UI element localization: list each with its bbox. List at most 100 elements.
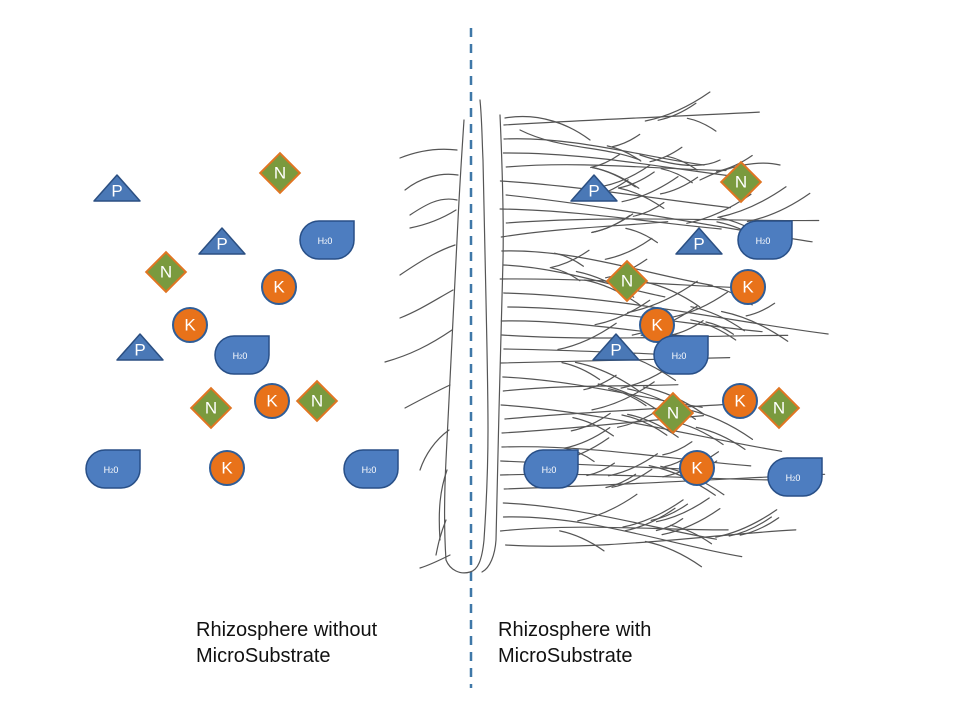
potassium-label: K (266, 392, 278, 411)
lateral-root (399, 148, 458, 159)
lateral-root (438, 469, 448, 541)
water-marker: H20 (767, 457, 823, 497)
root-branch (563, 427, 611, 449)
potassium-label: K (184, 316, 196, 335)
lateral-root (505, 164, 727, 172)
root-branch (669, 524, 713, 545)
taproot-outline (443, 99, 489, 574)
root-branch (671, 291, 728, 318)
potassium-label: K (221, 459, 233, 478)
root-branch (605, 473, 637, 489)
potassium-marker: K (639, 307, 675, 343)
root-branch (661, 508, 721, 536)
root-branch (627, 280, 698, 314)
lateral-root (501, 250, 713, 286)
water-marker: H20 (85, 449, 141, 489)
circle-icon (679, 450, 715, 486)
caption-left-line1: Rhizosphere without (196, 619, 378, 641)
caption-with-microsubstrate: Rhizosphere with MicroSubstrate (498, 617, 651, 669)
lateral-root (500, 404, 783, 452)
water-drop-icon (737, 220, 793, 260)
triangle-icon (570, 174, 618, 202)
root-branch (591, 213, 634, 234)
triangle-icon (675, 227, 723, 255)
circle-icon (722, 383, 758, 419)
water-label: H20 (672, 351, 687, 361)
nitrogen-marker: N (144, 250, 188, 294)
circle-icon (730, 269, 766, 305)
root-branch (685, 408, 754, 440)
lateral-root (504, 115, 591, 141)
diamond-icon (605, 259, 649, 303)
potassium-marker: K (679, 450, 715, 486)
phosphorus-label: P (216, 235, 227, 254)
phosphorus-marker: P (592, 333, 640, 361)
lateral-root (502, 502, 717, 540)
lateral-root (399, 244, 456, 276)
nitrogen-marker: N (295, 379, 339, 423)
root-branch (594, 299, 651, 326)
phosphorus-label: P (693, 235, 704, 254)
diamond-icon (258, 151, 302, 195)
water-label: H20 (542, 465, 557, 475)
root-branch (591, 381, 655, 411)
root-branch (553, 252, 584, 267)
lateral-root (384, 329, 453, 363)
root-branch (655, 518, 684, 532)
circle-icon (639, 307, 675, 343)
lateral-root (499, 208, 722, 230)
circle-icon (261, 269, 297, 305)
potassium-label: K (273, 278, 285, 297)
root-branch (586, 462, 615, 477)
water-marker: H20 (653, 335, 709, 375)
root-branch (739, 517, 780, 536)
nitrogen-label: N (311, 392, 323, 411)
nitrogen-label: N (621, 272, 633, 291)
root-branch (728, 516, 772, 537)
lateral-root (507, 306, 763, 333)
root-branch (608, 388, 647, 407)
root-branch (577, 493, 638, 522)
taproot-right-edge (481, 114, 504, 573)
lateral-root (501, 446, 752, 467)
root-branch (649, 146, 683, 163)
root-system-sparse (384, 99, 489, 574)
root-branch (607, 453, 658, 477)
potassium-marker: K (722, 383, 758, 419)
root-branch (650, 503, 689, 521)
diamond-icon (757, 386, 801, 430)
phosphorus-marker: P (570, 174, 618, 202)
phosphorus-marker: P (675, 227, 723, 255)
root-branch (632, 201, 665, 217)
lateral-root (404, 173, 459, 191)
root-branch (662, 441, 693, 456)
root-branch (715, 509, 778, 538)
lateral-root (435, 519, 447, 556)
root-branch (655, 497, 710, 523)
root-branch (549, 249, 590, 269)
root-branch (745, 302, 776, 317)
root-branch (705, 321, 734, 335)
root-branch (746, 192, 811, 223)
root-branch (670, 320, 704, 336)
water-label: H20 (233, 351, 248, 361)
root-branch (686, 117, 717, 132)
water-drop-icon (214, 335, 270, 375)
root-branch (624, 507, 676, 532)
water-marker: H20 (343, 449, 399, 489)
root-branch (643, 281, 701, 308)
root-branch (621, 176, 679, 203)
caption-right-line2: MicroSubstrate (498, 645, 633, 667)
water-drop-icon (343, 449, 399, 489)
root-branch (597, 383, 661, 413)
nitrogen-label: N (735, 173, 747, 192)
lateral-root (409, 198, 458, 216)
potassium-label: K (651, 316, 663, 335)
diamond-icon (295, 379, 339, 423)
root-branch (644, 540, 703, 568)
phosphorus-label: P (588, 182, 599, 201)
root-branch (583, 374, 617, 391)
nitrogen-marker: N (651, 391, 695, 435)
